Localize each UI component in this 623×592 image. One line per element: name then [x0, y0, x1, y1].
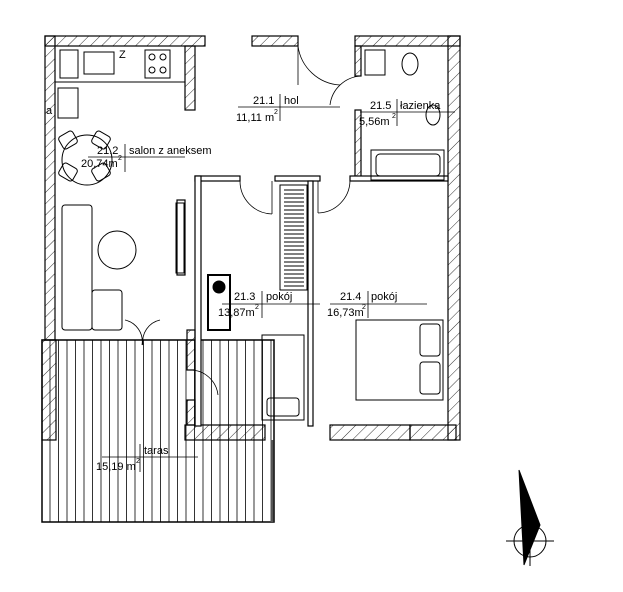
room-name-21-2: salon z aneksem: [129, 145, 212, 157]
room-area-21-5: 5,56m: [359, 116, 390, 128]
bathroom-fixtures: [364, 49, 445, 181]
room-area-unit: 2: [255, 304, 259, 311]
room-number-21-1: 21.1: [253, 95, 274, 107]
room-name-21-1: hol: [284, 95, 299, 107]
room-area-unit: 2: [118, 155, 122, 162]
room-name-21-3: pokój: [266, 291, 292, 303]
room-number-21-3: 21.3: [234, 291, 255, 303]
room-number-21-4: 21.4: [340, 291, 361, 303]
room-area-21-2: 20,74m: [81, 158, 118, 170]
interior-walls: [176, 45, 449, 427]
kitchen-mark-a: a: [46, 105, 53, 117]
room-area-unit: 2: [362, 304, 366, 311]
room-name-taras: taras: [144, 445, 169, 457]
room-number-21-5: 21.5: [370, 100, 391, 112]
room-name-21-5: łazienka: [400, 100, 441, 112]
exterior-walls: [41, 35, 461, 441]
kitchen-counter: Z a: [46, 46, 186, 119]
kitchen-mark-z: Z: [119, 49, 126, 61]
room-area-unit: 2: [392, 113, 396, 120]
room-area-21-1: 11,11 m: [236, 112, 274, 124]
room-area-21-4: 16,73m: [327, 307, 364, 319]
living-furniture: [58, 130, 185, 331]
room-area-unit: 2: [136, 458, 140, 465]
bedroom-furniture: [207, 184, 444, 421]
room-labels: [88, 94, 455, 472]
room-name-21-4: pokój: [371, 291, 397, 303]
room-area-21-3: 13,87m: [218, 307, 255, 319]
north-arrow-icon: [506, 469, 554, 566]
room-area-taras: 15,19 m: [96, 461, 136, 473]
room-number-21-2: 21.2: [97, 145, 118, 157]
room-area-unit: 2: [274, 109, 278, 116]
doors: [124, 45, 362, 396]
